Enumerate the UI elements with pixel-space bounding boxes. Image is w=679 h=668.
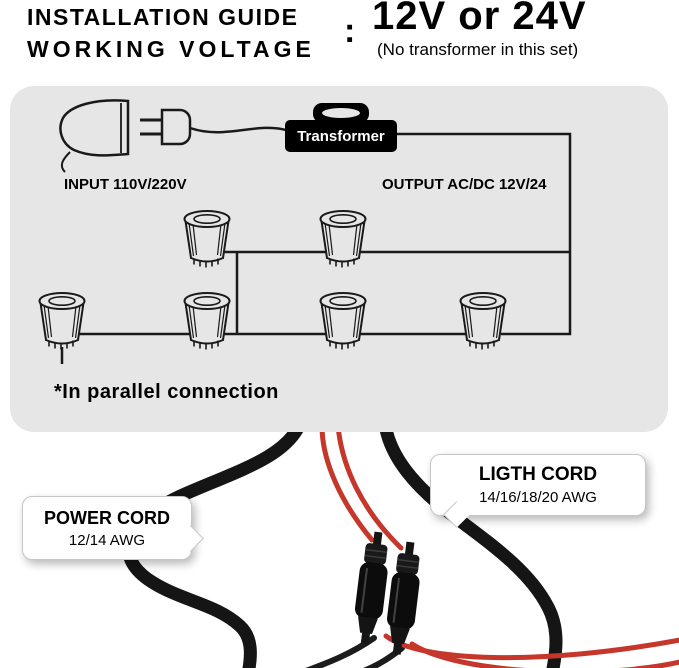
well-light-icon bbox=[38, 292, 86, 351]
power-cord-title: POWER CORD bbox=[44, 507, 170, 528]
connector-top-nub bbox=[404, 541, 415, 557]
connector-nut bbox=[364, 543, 388, 565]
red-wire-bottom-a bbox=[383, 633, 679, 661]
header-title-line1: INSTALLATION GUIDE bbox=[27, 4, 299, 30]
well-light-icon bbox=[183, 292, 231, 351]
parallel-wiring bbox=[60, 132, 572, 364]
cable-photo-canvas bbox=[122, 432, 679, 668]
black-lead-wires bbox=[305, 635, 405, 668]
connector-taper bbox=[390, 626, 410, 645]
connector-bottom-nub bbox=[360, 631, 371, 645]
red-wire-top-b bbox=[336, 432, 404, 551]
connector-nut bbox=[396, 553, 420, 575]
header-title-line2: WORKING VOLTAGE bbox=[27, 36, 315, 62]
well-light-icon bbox=[459, 292, 507, 351]
well-light-icon bbox=[183, 210, 231, 269]
connector-top-nub bbox=[372, 531, 383, 547]
black-cables bbox=[122, 432, 563, 668]
plug-cord bbox=[189, 126, 287, 134]
transformer-icon bbox=[285, 103, 397, 152]
plug-prongs bbox=[140, 118, 162, 136]
voltage-note: (No transformer in this set) bbox=[377, 40, 579, 59]
wiring-diagram-canvas bbox=[38, 99, 572, 364]
output-main-wire bbox=[397, 132, 572, 336]
wall-plug-cord bbox=[60, 151, 71, 173]
light-cord-cable bbox=[379, 432, 563, 668]
power-cord-cable bbox=[122, 432, 303, 668]
power-cord-gauge: 12/14 AWG bbox=[68, 531, 146, 549]
red-wire-top-a bbox=[319, 432, 375, 543]
connector-body bbox=[386, 572, 420, 630]
transformer-label: Transformer bbox=[297, 127, 385, 145]
light-cord-gauge: 14/16/18/20 AWG bbox=[479, 489, 597, 506]
male-plug-body bbox=[160, 108, 192, 146]
light-cord-callout: LIGTH CORD 14/16/18/20 AWG bbox=[430, 454, 646, 528]
power-cord-callout: POWER CORD 12/14 AWG bbox=[22, 496, 204, 560]
transformer-slot bbox=[322, 108, 360, 118]
header-colon: : bbox=[344, 12, 356, 50]
connector-taper bbox=[358, 616, 378, 635]
connector-body bbox=[354, 562, 388, 620]
wall-plug-body bbox=[59, 99, 130, 157]
connector-bottom-nub bbox=[392, 641, 403, 655]
plug-icon bbox=[59, 99, 287, 173]
parallel-connection-note: *In parallel connection bbox=[54, 381, 279, 403]
input-voltage-label: INPUT 110V/220V bbox=[64, 176, 187, 193]
voltage-value: 12V or 24V bbox=[372, 0, 587, 38]
well-light-icon bbox=[319, 292, 367, 351]
connector-icon bbox=[354, 531, 388, 645]
well-light-icon bbox=[319, 210, 367, 269]
light-cord-title: LIGTH CORD bbox=[478, 464, 598, 485]
connector-icon bbox=[386, 541, 420, 655]
well-lights bbox=[38, 210, 507, 351]
transformer-box bbox=[285, 120, 397, 152]
output-voltage-label: OUTPUT AC/DC 12V/24 bbox=[382, 176, 547, 193]
